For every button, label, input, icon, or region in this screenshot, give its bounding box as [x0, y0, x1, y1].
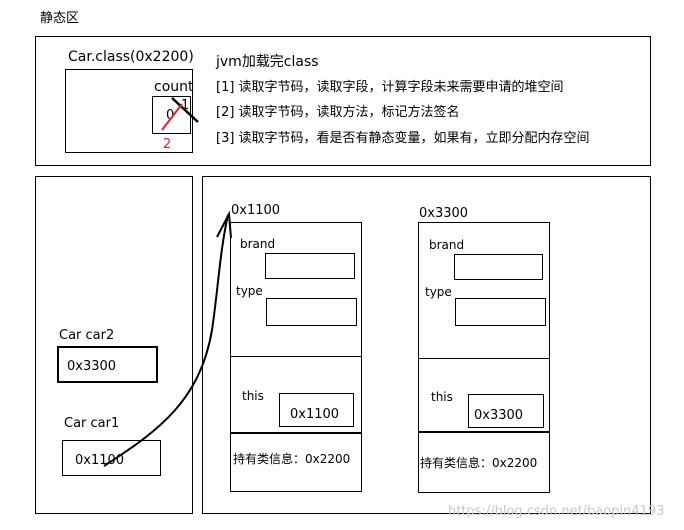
object2-type-field [455, 298, 546, 326]
object2-type-label: type [425, 285, 452, 299]
static-area-title: 静态区 [40, 11, 80, 26]
object1-divider [230, 356, 362, 357]
object2-address: 0x3300 [419, 206, 469, 221]
object2-brand-label: brand [429, 238, 465, 252]
step-3: [3] 读取字节码，看是否有静态变量，如果有，立即分配内存空间 [216, 131, 590, 146]
car2-label: Car car2 [59, 328, 115, 343]
car1-value: 0x1100 [75, 453, 125, 468]
watermark: https://blog.csdn.net/baopin4193 [448, 504, 665, 519]
object1-brand-label: brand [240, 237, 276, 251]
car1-label: Car car1 [64, 416, 120, 431]
count-new-value-black: 1 [181, 98, 190, 113]
count-new-value-red: 2 [163, 137, 172, 152]
object1-thick-divider [230, 432, 362, 434]
step-1: [1] 读取字节码，读取字段，计算字段未来需要申请的堆空间 [216, 80, 564, 95]
object1-type-field [266, 298, 357, 326]
object2-thick-divider [418, 431, 550, 433]
object1-address: 0x1100 [231, 203, 281, 218]
count-old-value: 0 [166, 108, 175, 123]
step-2: [2] 读取字节码，读取方法，标记方法签名 [216, 105, 460, 120]
object1-type-label: type [236, 284, 263, 298]
jvm-title: jvm加载完class [216, 54, 319, 70]
count-label: count [154, 79, 194, 95]
object2-this-value: 0x3300 [474, 408, 524, 423]
car2-value: 0x3300 [67, 359, 117, 374]
object2-class-info: 持有类信息：0x2200 [420, 456, 538, 470]
object2-this-field [468, 394, 544, 428]
object1-this-value: 0x1100 [290, 407, 340, 422]
object1-brand-field [265, 253, 355, 279]
class-name-label: Car.class(0x2200) [68, 49, 194, 65]
object2-brand-field [454, 254, 543, 280]
object1-this-field [279, 393, 354, 427]
object1-this-label: this [242, 389, 264, 403]
object2-divider [418, 358, 550, 359]
object1-class-info: 持有类信息：0x2200 [233, 452, 351, 466]
object2-this-label: this [431, 390, 453, 404]
